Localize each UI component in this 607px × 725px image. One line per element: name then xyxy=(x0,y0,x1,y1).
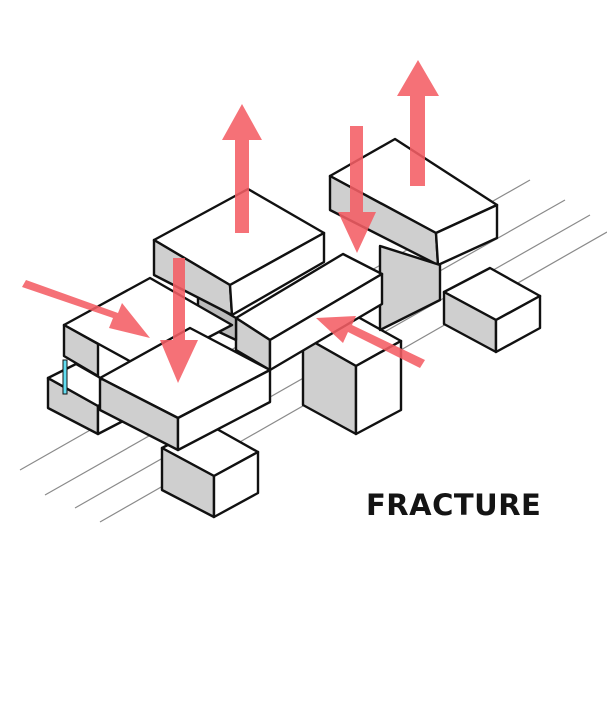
upper-block-left xyxy=(152,187,326,317)
accent-mark xyxy=(62,359,68,395)
support-block-right xyxy=(442,266,542,354)
arrow-diagonal-right xyxy=(316,316,425,368)
arrow-diagonal-left xyxy=(22,280,150,338)
arrow-up-right xyxy=(397,60,439,186)
arrows xyxy=(22,60,439,383)
arrow-down-left xyxy=(160,258,198,383)
front-block xyxy=(62,276,272,452)
diagram-title: FRACTURE xyxy=(366,488,542,522)
arrow-up-left xyxy=(222,104,262,233)
arrow-down-middle xyxy=(338,126,376,253)
